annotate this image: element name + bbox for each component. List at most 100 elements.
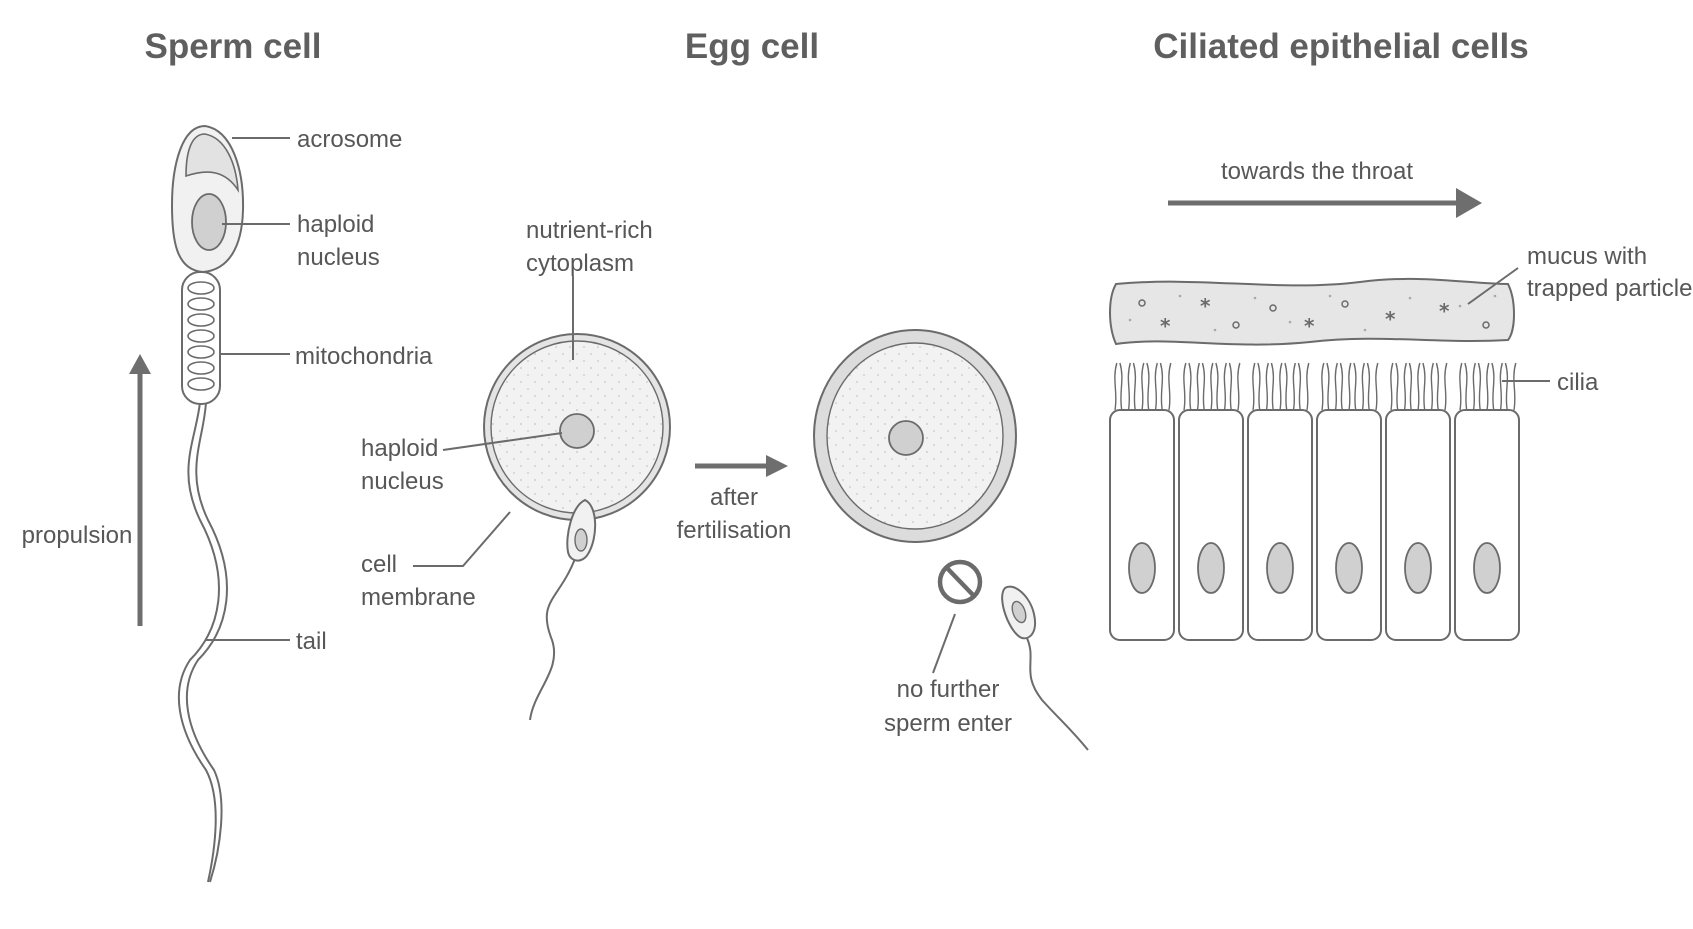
cilium (1228, 362, 1233, 411)
cilium (1491, 362, 1495, 411)
epithelial-cell-nucleus (1404, 542, 1432, 594)
epithelial-cell-nucleus (1335, 542, 1363, 594)
cilium (1403, 362, 1407, 411)
cilium (1237, 362, 1241, 411)
blocked-sperm-tail (1025, 635, 1089, 751)
cilium (1154, 362, 1158, 411)
cell-label: cell (361, 551, 397, 578)
cilium (1146, 362, 1150, 411)
membrane-leader (413, 511, 511, 567)
cilium (1215, 362, 1219, 411)
cilium (1223, 362, 1227, 411)
cilium (1119, 362, 1123, 411)
tail-label: tail (296, 628, 327, 655)
svg-text:*: * (1385, 307, 1396, 331)
cilium (1395, 362, 1399, 411)
cilium (1141, 362, 1145, 411)
cilium (1422, 362, 1426, 411)
cilium (1127, 362, 1131, 411)
mucus-leader (1467, 267, 1519, 305)
cilium (1321, 362, 1325, 411)
ciliated-epithelium: towards the throat * * * * * mucus with … (1109, 158, 1693, 641)
epithelial-cell-nucleus (1197, 542, 1225, 594)
direction-arrowhead (1456, 188, 1482, 218)
nutrient-rich-label: nutrient-rich (526, 217, 653, 244)
fertilised-egg-nucleus (888, 420, 924, 456)
epithelial-cells (1109, 409, 1520, 641)
trapped-particles-label: trapped particles (1527, 275, 1693, 302)
cilium (1339, 362, 1344, 411)
cilia-group (1114, 362, 1517, 411)
cilium (1472, 362, 1476, 411)
sperm-nucleus-label: nucleus (297, 244, 380, 271)
egg-nucleus-label: nucleus (361, 468, 444, 495)
cilia-label: cilia (1557, 369, 1599, 396)
cilium (1366, 362, 1371, 411)
egg-nucleus-leader (442, 432, 563, 451)
membrane-label: membrane (361, 584, 476, 611)
cilium (1252, 362, 1256, 411)
cilium (1183, 362, 1187, 411)
entering-sperm-nucleus (574, 528, 588, 552)
trapped-particles-stars: * * * * * (1160, 294, 1450, 338)
cilium (1435, 362, 1440, 411)
no-entry-leader (932, 613, 956, 674)
propulsion-label: propulsion (22, 522, 133, 549)
cilium (1279, 362, 1283, 411)
epithelial-cell (1109, 409, 1175, 641)
cilium (1284, 362, 1288, 411)
mitochondria-label: mitochondria (295, 343, 433, 370)
epithelial-cell-nucleus (1128, 542, 1156, 594)
epithelial-cell (1247, 409, 1313, 641)
cilium (1334, 362, 1338, 411)
cilium (1477, 362, 1482, 411)
sperm-cell-title: Sperm cell (144, 27, 321, 66)
sperm-enter-label: sperm enter (884, 710, 1012, 737)
egg-cell-before: nutrient-rich cytoplasm haploid nucleus … (361, 217, 671, 721)
cilium (1430, 362, 1434, 411)
ciliated-cells-title: Ciliated epithelial cells (1153, 27, 1528, 66)
svg-text:*: * (1160, 314, 1171, 338)
cilium (1257, 362, 1261, 411)
cilium (1196, 362, 1200, 411)
epithelial-cell (1316, 409, 1382, 641)
direction-label: towards the throat (1221, 158, 1413, 185)
cilium (1353, 362, 1357, 411)
cilium (1417, 362, 1421, 411)
after-label: after (710, 484, 758, 511)
fertilisation-arrowhead (766, 455, 788, 477)
cilium (1499, 362, 1503, 411)
cilium (1375, 362, 1379, 411)
cilium (1361, 362, 1365, 411)
sperm-cell-drawing: acrosome haploid nucleus mitochondria ta… (22, 124, 433, 883)
svg-text:*: * (1200, 294, 1211, 318)
fertilisation-transition: after fertilisation (677, 455, 792, 544)
epithelial-cell (1385, 409, 1451, 641)
entering-sperm-tail (529, 555, 577, 721)
sperm-haploid-label: haploid (297, 211, 374, 238)
cilium (1326, 362, 1330, 411)
fertilisation-label: fertilisation (677, 517, 792, 544)
cilium (1201, 362, 1206, 411)
sperm-tail (178, 401, 220, 883)
cilium (1408, 362, 1413, 411)
acrosome (185, 133, 240, 193)
svg-text:*: * (1304, 314, 1315, 338)
propulsion-arrowhead (129, 354, 151, 374)
cilium (1486, 362, 1490, 411)
mitochondria-spirals (187, 281, 215, 391)
cilium (1159, 362, 1164, 411)
cilium (1168, 362, 1172, 411)
cilium (1390, 362, 1394, 411)
egg-haploid-nucleus (559, 413, 595, 449)
no-further-label: no further (897, 676, 1000, 703)
egg-cell-after: no further sperm enter (813, 329, 1089, 751)
egg-cell-title: Egg cell (685, 27, 819, 66)
cilium (1444, 362, 1448, 411)
mucus-with-label: mucus with (1527, 243, 1647, 270)
cilium (1513, 362, 1517, 411)
cilium (1306, 362, 1310, 411)
mucus-dots (1128, 294, 1497, 332)
